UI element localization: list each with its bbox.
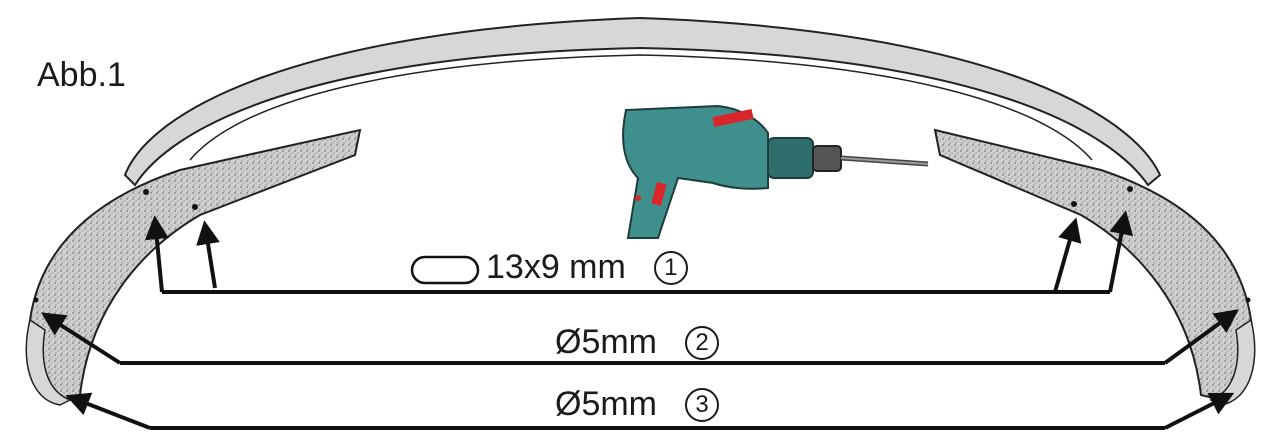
hole-left-1b [192,204,198,210]
callout-3-text: Ø5mm [555,385,657,423]
callout-1-text: 13x9 mm [486,248,626,286]
hole-left-1a [143,189,149,195]
power-drill-icon [622,104,929,239]
hole-right-1b [1127,186,1133,192]
callout-2-number: 2 [685,326,719,360]
slot-hole-icon [410,255,480,285]
callout-2: Ø5mm 2 [555,325,719,360]
figure-label: Abb.1 [37,56,126,94]
arrows-group-2 [40,309,1239,365]
arrows-group-1 [144,210,1134,294]
hole-right-1a [1071,201,1077,207]
callout-3: Ø5mm 3 [555,387,719,422]
hole-left-2 [33,297,39,303]
shell-top [123,16,1162,187]
callout-3-number: 3 [685,388,719,422]
hole-right-2 [1245,297,1251,303]
arrows-group-3 [65,392,1235,430]
callout-1-number: 1 [653,251,688,285]
drill-holes [33,186,1251,303]
callout-1: 13x9 mm 1 [486,250,688,285]
callout-2-text: Ø5mm [555,323,657,361]
